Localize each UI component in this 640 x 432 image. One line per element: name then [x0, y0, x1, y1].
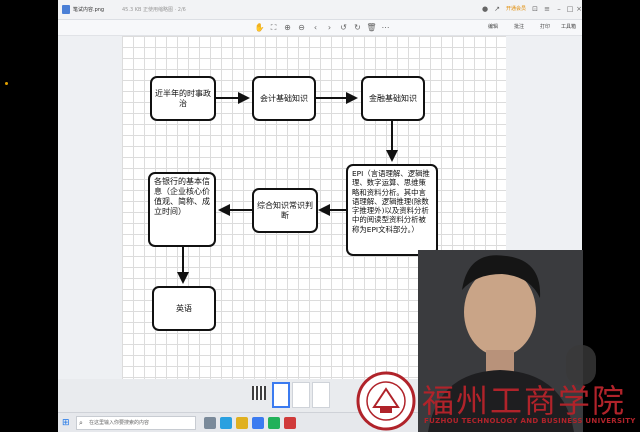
taskbar-search-input[interactable]: ⌕ 在这里输入你要搜索的内容 — [76, 416, 196, 430]
thumbnail-2[interactable] — [292, 382, 310, 408]
previous-icon[interactable]: ‹ — [313, 23, 318, 32]
thumbnail-1[interactable] — [272, 382, 290, 408]
node-english: 英语 — [152, 286, 216, 331]
rotate-left-icon[interactable]: ↺ — [340, 23, 347, 32]
microphone-icon — [566, 345, 596, 385]
task-view-icon[interactable] — [204, 417, 216, 429]
close-icon[interactable]: × — [576, 5, 582, 13]
annotate-button[interactable]: 批注 — [514, 24, 525, 30]
avatar-icon[interactable]: ● — [481, 5, 489, 13]
school-name-en: FUZHOU TECHNOLOGY AND BUSINESS UNIVERSIT… — [424, 417, 636, 425]
node-finance-basics: 金融基础知识 — [361, 76, 425, 121]
file-info: 45.3 KB 正使用缩略图 · 2/6 — [122, 7, 186, 13]
hand-tool-icon[interactable]: ✋ — [254, 23, 265, 32]
zoom-out-icon[interactable]: ⊖ — [298, 23, 305, 32]
delete-icon[interactable]: 🗑 — [366, 23, 377, 32]
thumbnail-3[interactable] — [312, 382, 330, 408]
image-viewer-app-icon — [62, 5, 70, 14]
node-current-affairs: 近半年的时事政治 — [150, 76, 216, 121]
next-icon[interactable]: › — [327, 23, 332, 32]
cursor-indicator — [5, 82, 8, 85]
toolbox-button[interactable]: 工具箱 — [561, 24, 577, 30]
print-button[interactable]: 打印 — [540, 24, 551, 30]
wps-icon[interactable] — [284, 417, 296, 429]
vip-button[interactable]: 开通会员 — [506, 6, 527, 12]
search-icon: ⌕ — [79, 419, 83, 427]
node-general-knowledge: 综合知识常识判断 — [252, 188, 318, 233]
school-name-cn: 福州工商学院 — [422, 382, 627, 420]
file-name: 笔试内容.png — [73, 7, 105, 13]
node-accounting-basics: 会计基础知识 — [252, 76, 316, 121]
file-explorer-icon[interactable] — [236, 417, 248, 429]
node-epi: EPI（言语理解、逻辑推理、数字运算、思维策略和资料分析。其中言语理解、逻辑推理… — [346, 164, 438, 256]
pin-icon[interactable]: ⊡ — [532, 5, 538, 13]
windows-start-icon[interactable]: ⊞ — [62, 418, 70, 428]
toolbar: ✋ ⛶ ⊕ ⊖ ‹ › ↺ ↻ 🗑 ⋯ 编辑 批注 打印 工具箱 — [58, 20, 582, 36]
minimize-icon[interactable]: – — [557, 5, 561, 13]
more-icon[interactable]: ⋯ — [381, 23, 390, 32]
school-seal-icon — [356, 371, 416, 431]
school-watermark: 福州工商学院 FUZHOU TECHNOLOGY AND BUSINESS UN… — [352, 370, 640, 432]
edit-button[interactable]: 编辑 — [488, 24, 499, 30]
rotate-right-icon[interactable]: ↻ — [354, 23, 361, 32]
title-bar: 笔试内容.png 45.3 KB 正使用缩略图 · 2/6 ● ↗ 开通会员 ⊡… — [58, 0, 582, 20]
edge-browser-icon[interactable] — [220, 417, 232, 429]
share-icon[interactable]: ↗ — [494, 5, 500, 13]
maximize-icon[interactable]: □ — [566, 5, 574, 13]
fit-screen-icon[interactable]: ⛶ — [270, 23, 277, 32]
image-viewer-taskbar-icon[interactable] — [252, 417, 264, 429]
zoom-in-icon[interactable]: ⊕ — [284, 23, 291, 32]
node-bank-info: 各银行的基本信息（企业核心价值观、简称、成立时间） — [148, 172, 216, 247]
menu-icon[interactable]: ≡ — [544, 5, 550, 13]
qr-code-thumbnail[interactable] — [252, 386, 266, 400]
search-placeholder: 在这里输入你要搜索的内容 — [89, 420, 150, 426]
wechat-icon[interactable] — [268, 417, 280, 429]
presenter-video — [418, 250, 583, 432]
